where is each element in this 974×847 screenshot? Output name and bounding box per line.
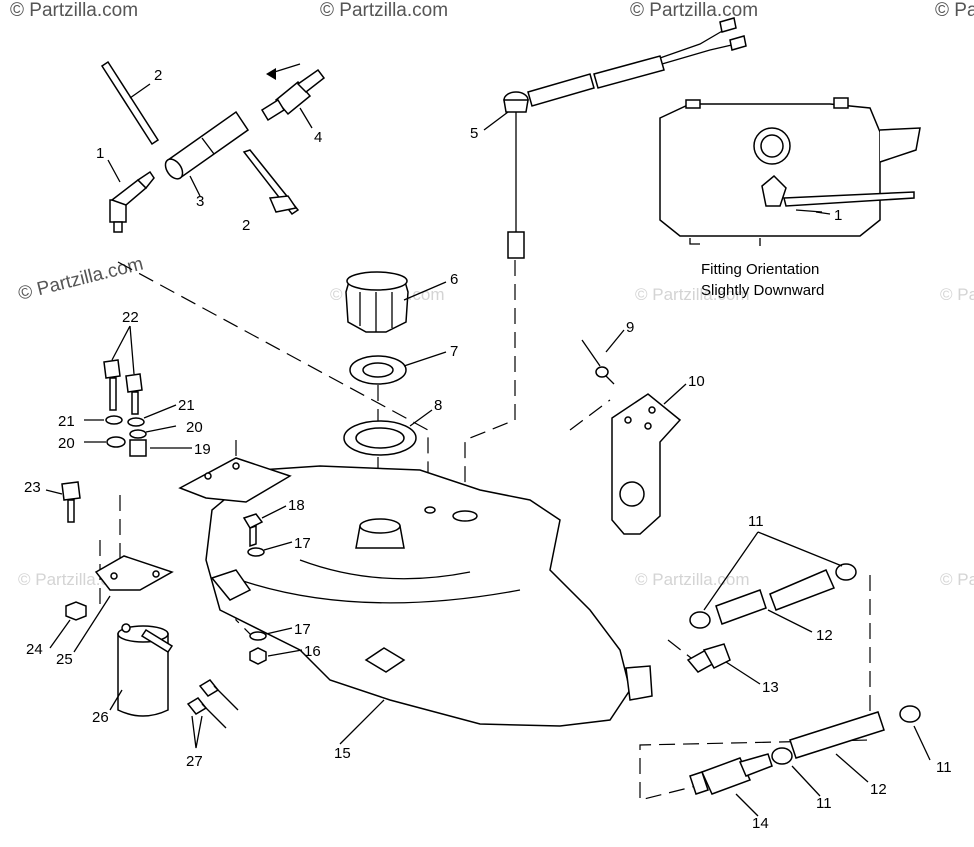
- part-3-fuel-hose: [164, 110, 250, 180]
- part-17-washer-lower: [249, 631, 267, 641]
- part-10-mounting-bracket: [611, 393, 682, 535]
- part-26-fuel-filter: [117, 623, 174, 717]
- callout-20-left: 20: [58, 435, 75, 452]
- part-18-bolt: [242, 513, 264, 548]
- watermark-top-1: © Partzilla.com: [320, 0, 448, 21]
- guide-sender-to-tank: [464, 260, 516, 510]
- callout-5: 5: [470, 125, 478, 142]
- part-22-bolt-left: [103, 359, 121, 411]
- part-19-spacer: [129, 439, 147, 457]
- guide-fuel-line: [639, 575, 871, 801]
- part-21-washer-right: [127, 417, 145, 427]
- part-21-washer-left: [105, 415, 123, 425]
- part-8-neck-ring: [343, 420, 417, 456]
- part-22-bolt-right: [125, 373, 143, 415]
- callout-17-lower: 17: [294, 621, 311, 638]
- watermark-left-mid: © Partzilla.com: [16, 254, 145, 305]
- part-27-fitting-upper: [198, 679, 239, 711]
- part-13-elbow-fitting: [686, 643, 731, 673]
- leader-lines: [45, 83, 931, 817]
- part-2-hose-clamp-upper: [100, 60, 160, 146]
- part-11-clamp-top-right: [835, 563, 857, 581]
- callout-19: 19: [194, 441, 211, 458]
- callout-1: 1: [96, 145, 104, 162]
- callout-18: 18: [288, 497, 305, 514]
- callout-7: 7: [450, 343, 458, 360]
- part-2-hose-clamp-lower: [242, 149, 300, 216]
- part-6-fuel-cap: [345, 271, 409, 333]
- part-20-washer-left: [106, 436, 126, 448]
- part-12-hose-upper: [715, 569, 836, 625]
- part-7-cap-gasket: [349, 355, 407, 385]
- callout-2-upper: 2: [154, 67, 162, 84]
- part-16-nut: [249, 647, 267, 665]
- watermark-far-right: © Partzilla.com: [940, 285, 974, 304]
- watermark-top-3: © Partzilla.com: [935, 0, 974, 21]
- part-11-clamp-bottom: [771, 747, 793, 765]
- callout-11-right: 11: [936, 759, 952, 776]
- watermark-low-right: © Partzilla.com: [635, 570, 750, 589]
- callout-21-left: 21: [58, 413, 75, 430]
- callout-15: 15: [334, 745, 351, 762]
- callout-23: 23: [24, 479, 41, 496]
- part-14-inline-fuel-filter: [689, 753, 773, 795]
- watermark-right: © Partzilla.com: [635, 285, 750, 304]
- callout-4: 4: [314, 129, 322, 146]
- callout-11-bottom: 11: [816, 795, 832, 812]
- callout-9: 9: [626, 319, 634, 336]
- callout-1-inset: 1: [834, 207, 842, 224]
- watermark-top-2: © Partzilla.com: [630, 0, 758, 21]
- part-15-fuel-tank: [205, 465, 653, 727]
- watermark-top-0: © Partzilla.com: [10, 0, 138, 21]
- part-27-fitting-lower: [186, 697, 227, 729]
- callout-10: 10: [688, 373, 705, 390]
- callout-20-right: 20: [186, 419, 203, 436]
- callout-27: 27: [186, 753, 203, 770]
- part-20-washer-right: [129, 429, 147, 439]
- callout-2-lower: 2: [242, 217, 250, 234]
- callout-11-top: 11: [748, 513, 764, 530]
- part-4-fuel-valve: [260, 63, 326, 122]
- part-11-clamp-right: [899, 705, 921, 723]
- part-19-tank-mount-plate: [178, 457, 292, 503]
- callout-8: 8: [434, 397, 442, 414]
- part-9-vent-fitting: [581, 339, 615, 385]
- callout-14: 14: [752, 815, 769, 832]
- callout-17-upper: 17: [294, 535, 311, 552]
- part-1-elbow-fitting: [109, 170, 155, 233]
- inset-note: Fitting Orientation Slightly Downward: [701, 261, 824, 299]
- callout-16: 16: [304, 643, 321, 660]
- part-23-bolt: [61, 481, 81, 523]
- part-25-filter-bracket: [94, 555, 174, 591]
- callout-24: 24: [26, 641, 43, 658]
- part-24-nut: [65, 601, 87, 621]
- callout-25: 25: [56, 651, 73, 668]
- callout-12-lower: 12: [870, 781, 887, 798]
- part-17-washer-upper: [247, 547, 265, 557]
- part-12-hose-lower: [789, 711, 885, 759]
- callout-22: 22: [122, 309, 139, 326]
- callout-21-right: 21: [178, 397, 195, 414]
- note-line-2: Slightly Downward: [701, 282, 824, 299]
- callout-labels: 2 1 3 4 2 5 6 7 8 9 10 11 12 13 14 15 16…: [24, 67, 952, 832]
- callout-3: 3: [196, 193, 204, 210]
- inset-tank-orientation-view: [659, 97, 921, 246]
- callout-6: 6: [450, 271, 458, 288]
- callout-26: 26: [92, 709, 109, 726]
- part-11-clamp-top-left: [689, 611, 711, 629]
- guide-bracket: [569, 399, 611, 431]
- callout-13: 13: [762, 679, 779, 696]
- note-line-1: Fitting Orientation: [701, 261, 819, 278]
- callout-12-upper: 12: [816, 627, 833, 644]
- part-5-fuel-sender: [503, 17, 747, 259]
- watermark-low-far-right: © Partzilla.com: [940, 570, 974, 589]
